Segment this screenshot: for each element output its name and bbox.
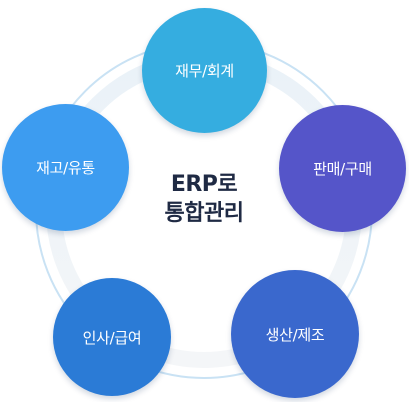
center-title-line2: 통합관리 xyxy=(164,201,244,226)
node-inventory-label: 재고/유통 xyxy=(36,159,95,177)
node-production-label: 생산/제조 xyxy=(265,325,325,344)
node-sales-label: 판매/구매 xyxy=(313,160,372,178)
node-inventory: 재고/유통 xyxy=(2,104,129,231)
center-title: ERP로 통합관리 xyxy=(134,170,274,228)
node-finance-label: 재무/회계 xyxy=(175,62,234,80)
node-hr: 인사/급여 xyxy=(53,278,171,396)
node-hr-label: 인사/급여 xyxy=(82,328,142,347)
node-production: 생산/제조 xyxy=(231,270,359,398)
center-title-line1: ERP로 xyxy=(170,172,238,197)
node-sales: 판매/구매 xyxy=(279,105,406,232)
node-finance: 재무/회계 xyxy=(142,8,267,133)
